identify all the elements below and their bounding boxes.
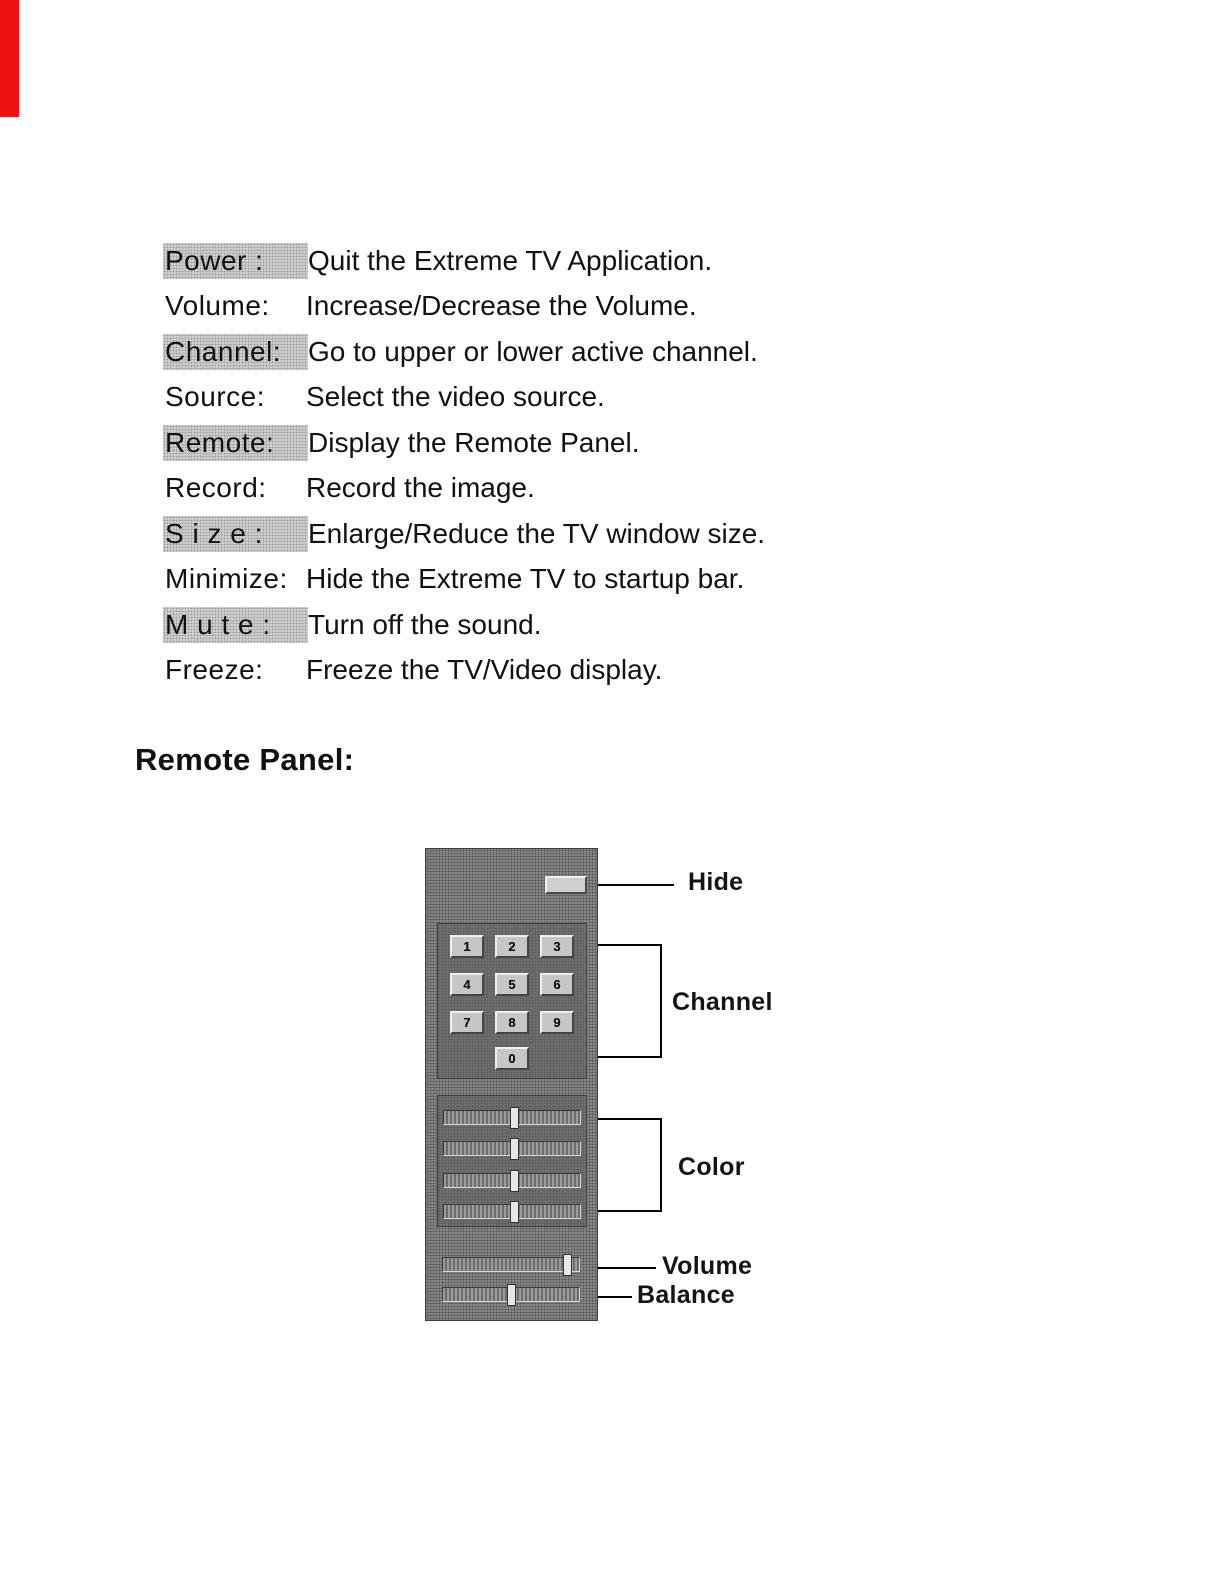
definition-desc: Increase/Decrease the Volume. bbox=[306, 290, 697, 322]
callout-line-volume bbox=[598, 1267, 656, 1269]
key-2: 2 bbox=[495, 935, 529, 958]
callout-label-balance: Balance bbox=[637, 1281, 735, 1309]
definition-row: Record: Record the image. bbox=[165, 466, 925, 512]
balance-slider-thumb bbox=[507, 1284, 516, 1306]
key-5: 5 bbox=[495, 973, 529, 996]
key-7: 7 bbox=[450, 1011, 484, 1034]
definition-row: M u t e : Turn off the sound. bbox=[163, 602, 925, 648]
section-heading: Remote Panel: bbox=[135, 742, 355, 777]
definition-row: Channel: Go to upper or lower active cha… bbox=[163, 329, 925, 375]
definition-desc: Enlarge/Reduce the TV window size. bbox=[308, 517, 766, 549]
definition-term: Channel: bbox=[163, 333, 308, 370]
definition-desc: Record the image. bbox=[306, 472, 535, 504]
color-slider-3 bbox=[443, 1170, 581, 1192]
definition-row: S i z e : Enlarge/Reduce the TV window s… bbox=[163, 511, 925, 557]
definition-desc: Hide the Extreme TV to startup bar. bbox=[306, 563, 745, 595]
balance-slider bbox=[442, 1284, 580, 1306]
key-4: 4 bbox=[450, 973, 484, 996]
key-3: 3 bbox=[540, 935, 574, 958]
callout-line-channel-top bbox=[598, 944, 662, 946]
definition-desc: Freeze the TV/Video display. bbox=[306, 654, 663, 686]
definition-term: Record: bbox=[165, 472, 267, 504]
callout-label-volume: Volume bbox=[662, 1252, 753, 1280]
scan-artifact-red-bar bbox=[0, 0, 19, 117]
definition-term: Minimize: bbox=[165, 563, 288, 595]
definition-desc: Turn off the sound. bbox=[308, 608, 542, 640]
definition-term: Remote: bbox=[163, 424, 308, 461]
callout-label-color: Color bbox=[678, 1153, 745, 1181]
color-slider-1 bbox=[443, 1107, 581, 1129]
key-8: 8 bbox=[495, 1011, 529, 1034]
definition-desc: Go to upper or lower active channel. bbox=[308, 335, 758, 367]
definition-term: Power : bbox=[163, 242, 308, 279]
definition-desc: Select the video source. bbox=[306, 381, 605, 413]
definition-row: Volume: Increase/Decrease the Volume. bbox=[165, 284, 925, 330]
definition-term: M u t e : bbox=[163, 606, 308, 643]
definition-term: S i z e : bbox=[163, 515, 308, 552]
color-slider-1-thumb bbox=[510, 1107, 519, 1129]
callout-line-channel-bottom bbox=[598, 1056, 662, 1058]
color-slider-4 bbox=[443, 1201, 581, 1223]
definition-term: Volume: bbox=[165, 290, 270, 322]
definition-row: Power : Quit the Extreme TV Application. bbox=[163, 238, 925, 284]
definition-row: Remote: Display the Remote Panel. bbox=[163, 420, 925, 466]
color-slider-3-thumb bbox=[510, 1170, 519, 1192]
definition-term: Source: bbox=[165, 381, 265, 413]
volume-slider-thumb bbox=[563, 1254, 572, 1276]
color-slider-2 bbox=[443, 1138, 581, 1160]
callout-line-balance bbox=[598, 1296, 632, 1298]
definition-term: Freeze: bbox=[165, 654, 264, 686]
callout-line-hide bbox=[598, 884, 674, 886]
callout-label-hide: Hide bbox=[688, 868, 744, 896]
color-slider-2-thumb bbox=[510, 1138, 519, 1160]
volume-slider bbox=[442, 1254, 580, 1276]
color-slider-4-thumb bbox=[510, 1201, 519, 1223]
key-9: 9 bbox=[540, 1011, 574, 1034]
callout-line-color-vertical bbox=[660, 1118, 662, 1212]
definition-row: Minimize: Hide the Extreme TV to startup… bbox=[165, 557, 925, 603]
hide-button bbox=[545, 876, 587, 894]
definition-row: Source: Select the video source. bbox=[165, 375, 925, 421]
definition-desc: Display the Remote Panel. bbox=[308, 426, 640, 458]
definitions-list: Power : Quit the Extreme TV Application.… bbox=[163, 238, 925, 694]
key-6: 6 bbox=[540, 973, 574, 996]
color-sliders-group bbox=[437, 1095, 587, 1227]
definition-row: Freeze: Freeze the TV/Video display. bbox=[165, 648, 925, 694]
remote-panel-illustration: 1 2 3 4 5 6 7 8 9 0 bbox=[425, 848, 598, 1321]
channel-keypad: 1 2 3 4 5 6 7 8 9 0 bbox=[437, 923, 587, 1079]
volume-balance-group bbox=[437, 1247, 587, 1315]
callout-line-color-bottom bbox=[598, 1210, 662, 1212]
key-1: 1 bbox=[450, 935, 484, 958]
definition-desc: Quit the Extreme TV Application. bbox=[308, 244, 713, 276]
callout-line-channel-vertical bbox=[660, 944, 662, 1058]
callout-line-color-top bbox=[598, 1118, 662, 1120]
callout-label-channel: Channel bbox=[672, 988, 773, 1016]
key-0: 0 bbox=[495, 1047, 529, 1070]
